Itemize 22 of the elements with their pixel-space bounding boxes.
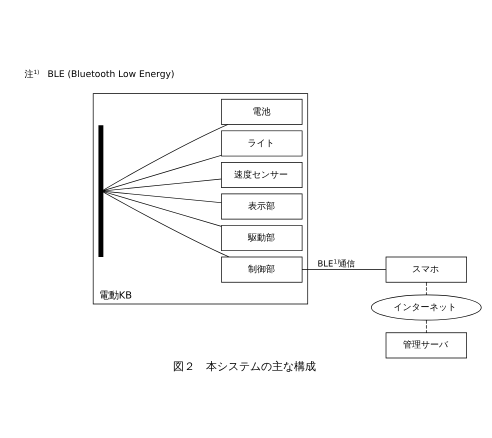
connector	[301, 268, 386, 270]
node-box: 管理サーバ	[385, 332, 466, 358]
connector	[102, 124, 228, 190]
edge-label: BLE$^{1)}$通信	[317, 258, 354, 268]
node-bar	[98, 124, 103, 257]
connector	[102, 190, 222, 203]
connector	[102, 154, 222, 190]
caption: 図２ 本システムの主な構成	[172, 359, 316, 372]
connector	[102, 191, 230, 257]
label: 注$^{1)}$ BLE (Bluetooth Low Energy)	[24, 70, 174, 80]
connector	[425, 282, 426, 295]
node-box: 速度センサー	[220, 162, 302, 188]
node-box: 駆動部	[220, 224, 302, 251]
connector	[102, 178, 222, 191]
node-box: スマホ	[385, 256, 466, 282]
node-box: ライト	[220, 130, 302, 156]
connector	[425, 319, 426, 332]
node-box: 電池	[220, 98, 302, 124]
node-box: 表示部	[220, 193, 302, 219]
connector	[102, 190, 222, 226]
node-box: 制御部	[220, 256, 302, 282]
node-ellipse: インターネット	[370, 294, 482, 320]
